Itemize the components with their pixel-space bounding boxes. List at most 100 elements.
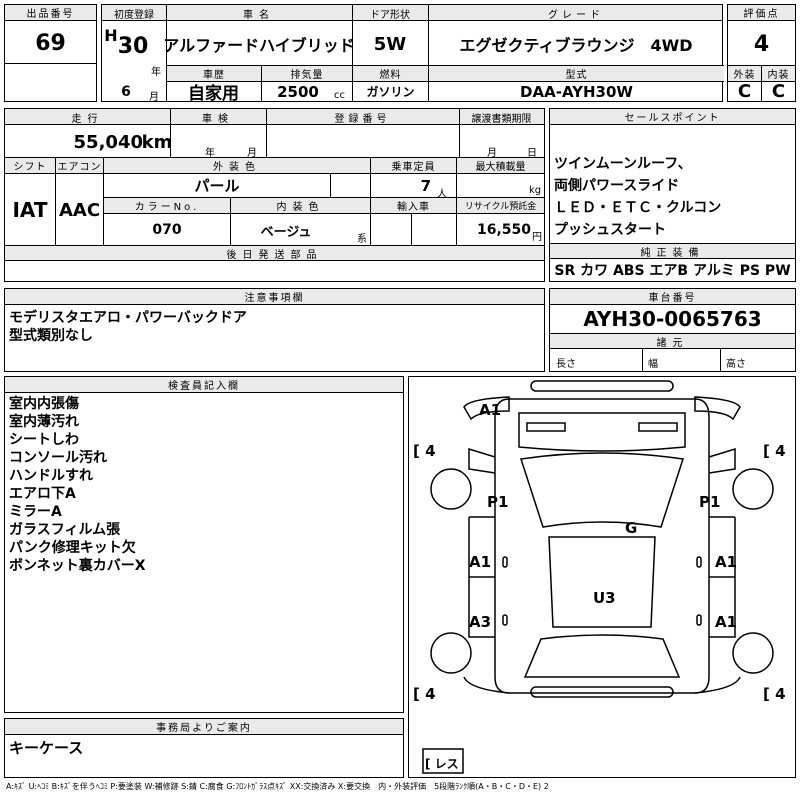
equipment-label: 純正装備 xyxy=(550,244,795,259)
inspector-line: シートしわ xyxy=(9,432,79,448)
interior-color-label: 内装色 xyxy=(231,198,370,213)
door-label: ドア形状 xyxy=(370,9,410,21)
interior-grade: C xyxy=(771,81,786,102)
inspector-line: 室内薄汚れ xyxy=(9,414,79,430)
transfer-label: 譲渡書類期限 xyxy=(471,113,532,125)
interior-label: 内装 xyxy=(762,66,795,81)
tire-depth: [ 4 xyxy=(763,685,786,703)
mileage-label: 走行 xyxy=(71,113,104,125)
history: 自家用 xyxy=(188,84,239,104)
interior-color: ベージュ xyxy=(260,224,312,240)
width-label: 幅 xyxy=(648,359,658,370)
vehicle-header-box: 初度登録 車名 ドア形状 グレード H 30 年 アルファードハイブリッド 5W… xyxy=(101,4,724,104)
score: 4 xyxy=(753,31,770,57)
inspector-label: 検査員記入欄 xyxy=(5,377,403,393)
lot-number: 69 xyxy=(35,30,66,56)
transfer-month-unit: 月 xyxy=(487,148,497,159)
recycle-fee: 16,550 xyxy=(476,222,531,238)
inspection-label: 車検 xyxy=(202,113,234,125)
exterior-label: 外装 xyxy=(728,66,761,81)
car-name: アルファードハイブリッド xyxy=(163,36,355,55)
office-box: 事務局よりご案内 キーケース xyxy=(4,718,404,778)
sales-points-list: ツインムーンルーフ、 両側パワースライド ＬＥＤ・ＥＴＣ・クルコン プッシュスタ… xyxy=(554,153,721,241)
inspector-line: エアロ下A xyxy=(9,486,76,502)
spec-label: 諸元 xyxy=(550,334,795,349)
load-unit: kg xyxy=(529,185,542,196)
fuel: ガソリン xyxy=(366,85,415,99)
reg-year: 30 xyxy=(117,33,149,59)
spare-tire: [ レス xyxy=(425,757,459,771)
spec-box: 走行 車検 登録番号 譲渡書類期限 55,040 km 年 月 月 日 シフト … xyxy=(4,108,545,282)
inspection-year-unit: 年 xyxy=(205,148,215,159)
inspector-line: パンク修理キット欠 xyxy=(9,540,136,556)
capacity-unit: 人 xyxy=(437,189,447,200)
recycle-unit: 円 xyxy=(532,232,542,243)
damage-mark: G xyxy=(625,519,637,537)
chassis-label: 車台番号 xyxy=(550,289,795,305)
color-no: 070 xyxy=(152,222,182,238)
shift-label: シフト xyxy=(5,158,55,173)
tire-depth: [ 4 xyxy=(763,442,786,460)
displacement-unit: cc xyxy=(334,90,345,101)
capacity: 7 xyxy=(420,176,431,195)
inspector-line: ミラーA xyxy=(9,504,62,520)
reg-month-unit: 月 xyxy=(149,92,159,103)
sales-point: プッシュスタート xyxy=(554,222,666,238)
chassis-box: 車台番号 AYH30-0065763 諸元 長さ 幅 高さ xyxy=(549,288,796,372)
damage-mark: A3 xyxy=(469,613,491,631)
displacement-label: 排気量 xyxy=(262,66,352,81)
history-label: 車歴 xyxy=(167,66,261,81)
note-line: モデリスタエアロ・パワーバックドア xyxy=(9,310,247,326)
damage-mark: A1 xyxy=(715,553,737,571)
car-name-label: 車名 xyxy=(243,9,275,21)
inspector-line: 室内内張傷 xyxy=(9,396,79,412)
fuel-label: 燃料 xyxy=(353,66,428,81)
notes-box: 注意事項欄 モデリスタエアロ・パワーバックドア 型式類別なし xyxy=(4,288,545,372)
color-no-label: カラーNo. xyxy=(104,198,230,213)
exterior-color: パール xyxy=(194,177,240,195)
office-label: 事務局よりご案内 xyxy=(5,719,403,735)
damage-mark: A1 xyxy=(715,613,737,631)
ac-label: エアコン xyxy=(56,158,103,173)
reg-year-unit: 年 xyxy=(151,67,161,78)
shift: IAT xyxy=(12,198,48,222)
sales-point: ツインムーンルーフ、 xyxy=(554,156,692,172)
sales-points-box: セールスポイント ツインムーンルーフ、 両側パワースライド ＬＥＤ・ＥＴＣ・クル… xyxy=(549,108,796,282)
sales-point: ＬＥＤ・ＥＴＣ・クルコン xyxy=(554,200,722,216)
door-type: 5W xyxy=(373,33,407,55)
sales-point: 両側パワースライド xyxy=(554,178,680,194)
mileage: 55,040 xyxy=(73,131,143,153)
damage-mark: U3 xyxy=(593,589,616,607)
grade-label: グレード xyxy=(548,9,604,21)
lot-number-label: 出品番号 xyxy=(5,5,96,21)
damage-mark: P1 xyxy=(699,493,720,511)
damage-mark: A1 xyxy=(469,553,491,571)
legend: A:ｷｽﾞ U:ﾍｺﾐ B:ｷｽﾞを伴うﾍｺﾐ P:要塗装 W:補修跡 S:錆 … xyxy=(6,782,549,791)
note-line: 型式類別なし xyxy=(9,328,93,344)
reg-month: 6 xyxy=(121,84,131,100)
damage-mark: P1 xyxy=(487,493,508,511)
inspector-line: ボンネット裏カバーX xyxy=(9,558,146,574)
load-label: 最大積載量 xyxy=(457,158,544,173)
length-label: 長さ xyxy=(556,359,576,370)
inspector-line: ガラスフィルム張 xyxy=(9,522,121,538)
plate-label: 登録番号 xyxy=(334,113,391,125)
sales-points-label: セールスポイント xyxy=(550,109,795,125)
capacity-label: 乗車定員 xyxy=(371,158,456,173)
height-label: 高さ xyxy=(726,359,746,370)
interior-color-unit: 系 xyxy=(357,234,367,245)
inspector-list: 室内内張傷 室内薄汚れ シートしわ コンソール汚れ ハンドルすれ エアロ下A ミ… xyxy=(9,395,146,575)
score-box: 評価点 4 外装 内装 C C xyxy=(727,4,796,102)
office-text: キーケース xyxy=(9,739,84,757)
transfer-day-unit: 日 xyxy=(527,148,537,159)
damage-mark: A1 xyxy=(479,401,501,419)
inspection-month-unit: 月 xyxy=(247,148,257,159)
era: H xyxy=(104,25,118,45)
notes-label: 注意事項欄 xyxy=(5,289,544,305)
later-parts-label: 後日発送部品 xyxy=(5,246,544,261)
equipment: SR カワ ABS エアB アルミ PS PW xyxy=(554,263,791,279)
inspector-line: コンソール汚れ xyxy=(9,450,107,466)
car-diagram-box: A1 P1 P1 G A1 A1 U3 A3 A1 [ 4 [ 4 [ 4 [ … xyxy=(408,376,796,778)
inspector-line: ハンドルすれ xyxy=(9,468,93,484)
chassis-number: AYH30-0065763 xyxy=(583,307,762,331)
